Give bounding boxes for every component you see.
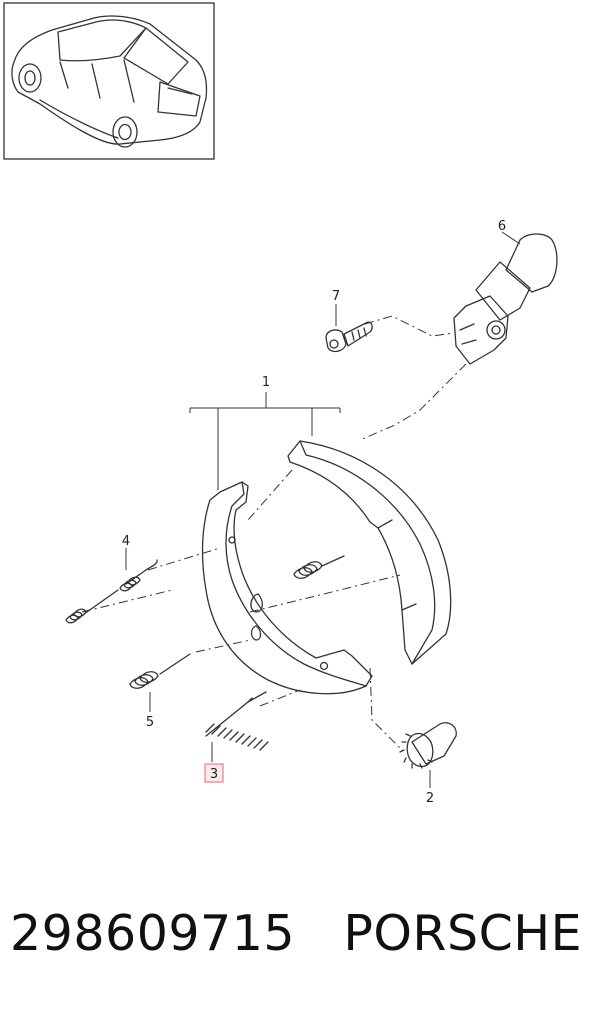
brake-shoe-left [201, 481, 373, 695]
spring-part-3 [205, 691, 269, 762]
adjuster-part-2 [399, 722, 457, 788]
cable-lever-part-6 [453, 231, 558, 365]
callout-part-3: 3 [210, 767, 218, 782]
part-number: 298609715 [10, 905, 296, 962]
callout-part-7: 7 [332, 289, 340, 304]
callout-part-1: 1 [262, 375, 270, 390]
spring-part-4 [65, 548, 158, 624]
car-silhouette-icon [11, 15, 208, 148]
callout-part-3-highlight [204, 763, 224, 783]
spring-center [293, 555, 345, 579]
part-1-bracket [189, 392, 341, 490]
bolt-part-7 [325, 304, 373, 353]
brake-shoe-right [287, 440, 452, 665]
callout-part-4: 4 [122, 534, 130, 549]
callout-part-2: 2 [426, 791, 434, 806]
assembly-lines [81, 315, 467, 749]
callout-part-6: 6 [498, 219, 506, 234]
footer: 298609715 PORSCHE [10, 905, 582, 962]
callout-part-5: 5 [146, 715, 154, 730]
spring-part-5 [129, 653, 191, 712]
vehicle-thumbnail [3, 2, 215, 160]
brand-name: PORSCHE [343, 905, 583, 962]
